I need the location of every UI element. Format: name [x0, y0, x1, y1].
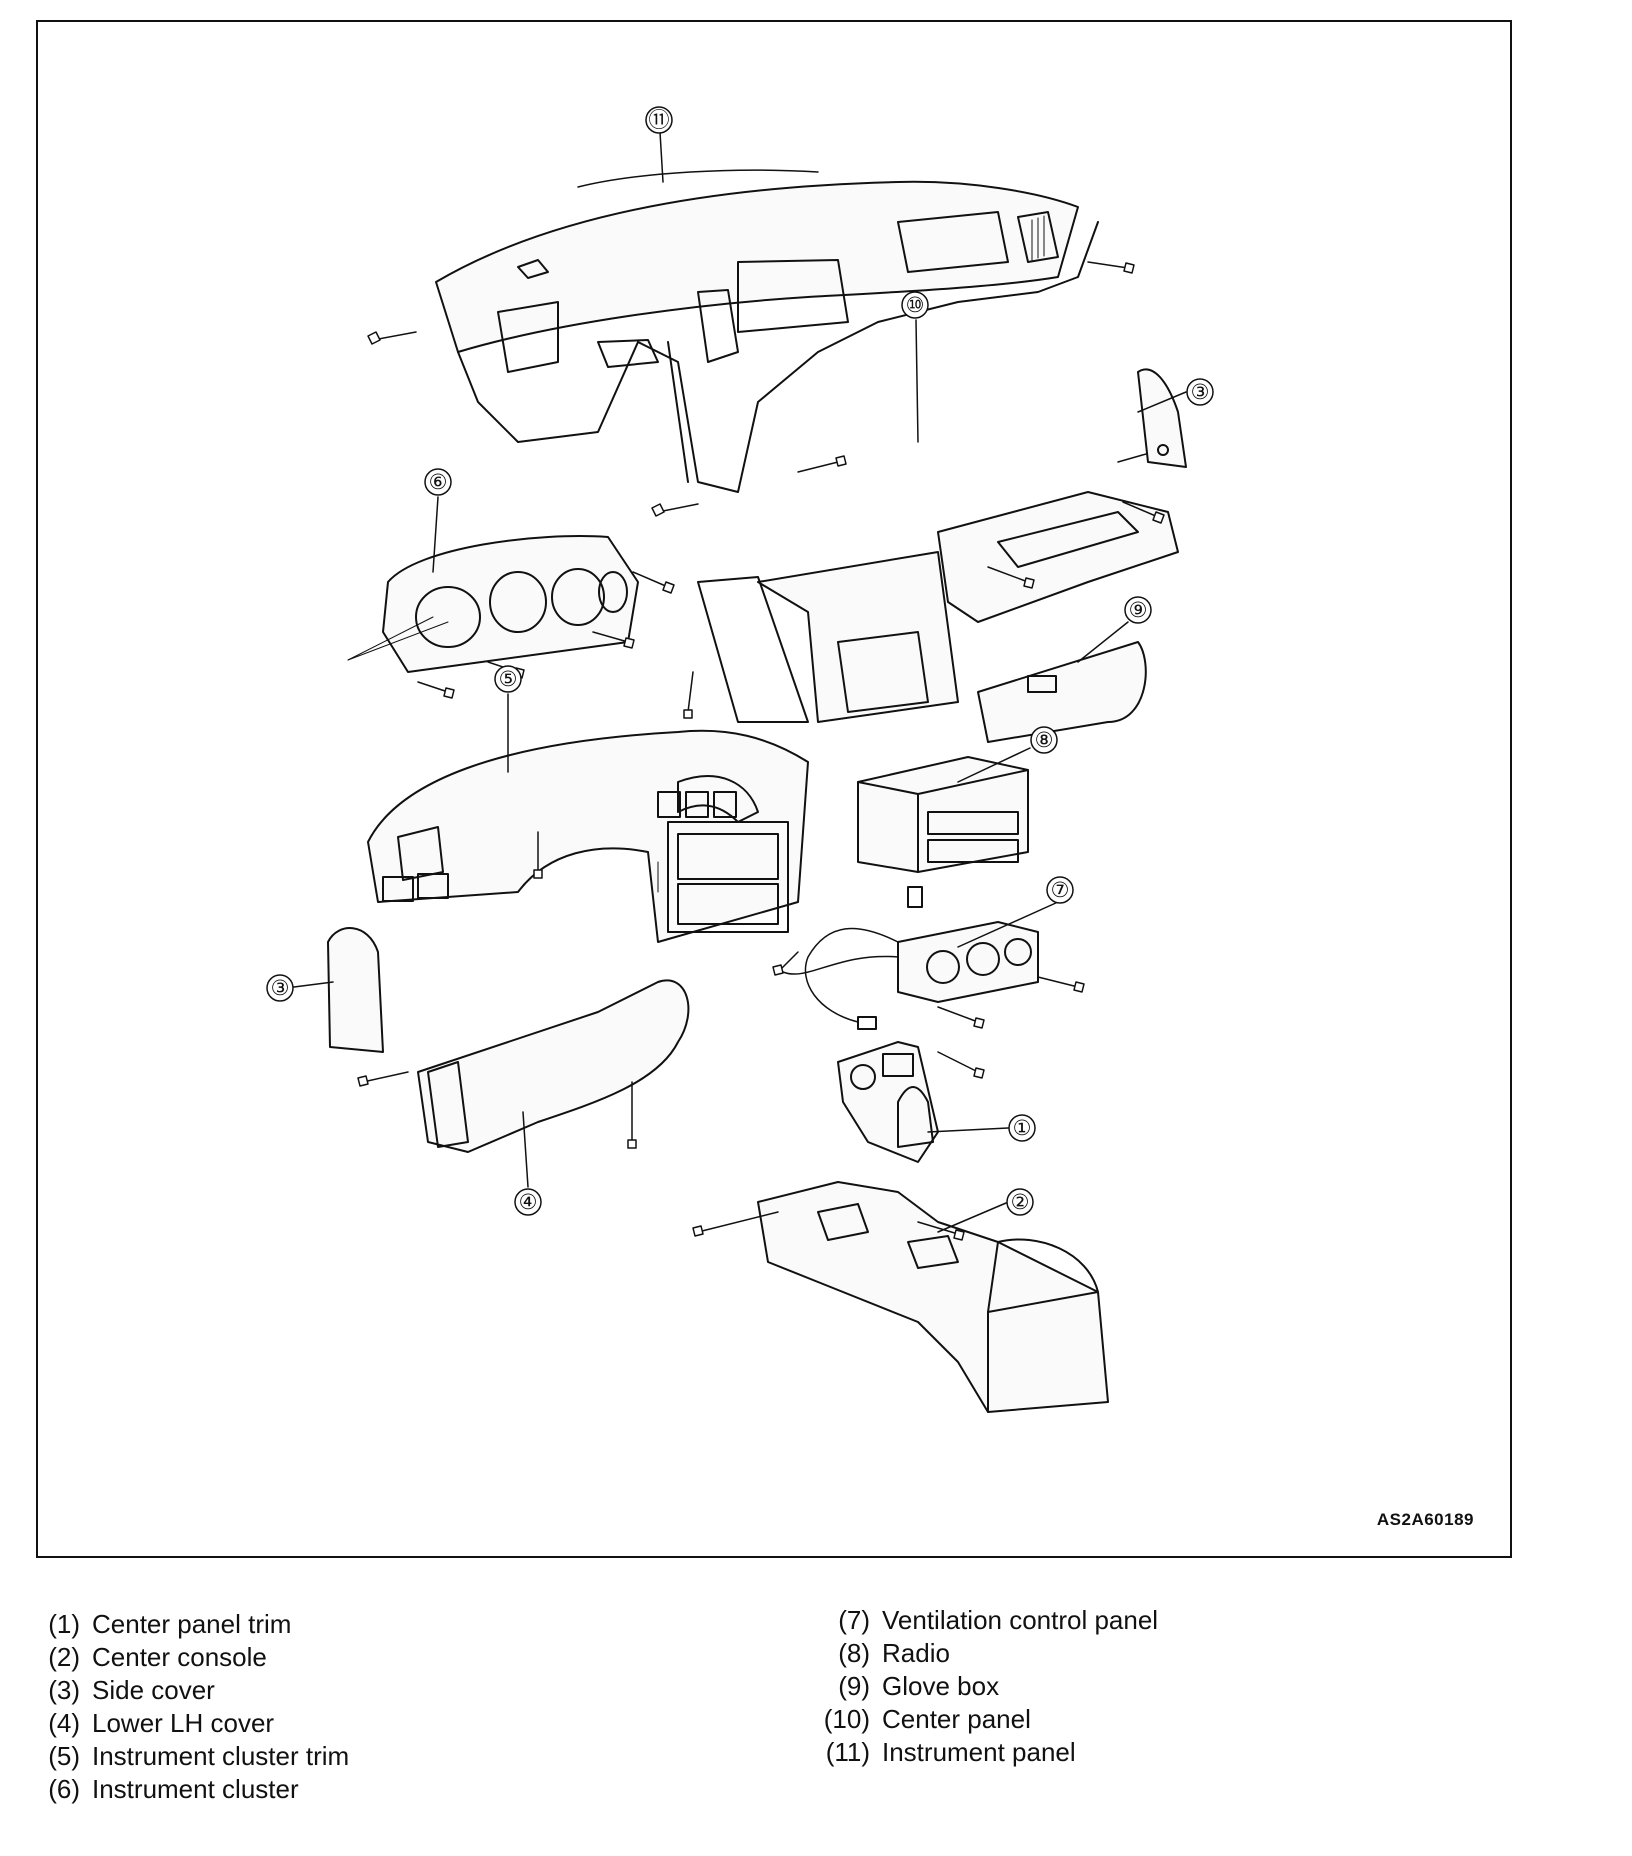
callout-8: ⑧ — [1035, 728, 1054, 752]
callout-5: ⑤ — [499, 667, 518, 691]
instrument-panel-drawing — [435, 169, 1099, 493]
instrument-panel-screws — [367, 261, 1135, 517]
legend-label: Center panel trim — [92, 1609, 292, 1639]
legend-right: (7) Ventilation control panel (8) Radio (9… — [810, 1604, 1158, 1769]
callout-11: ⑪ — [649, 108, 670, 132]
side-cover-right-drawing — [1137, 368, 1187, 468]
callout-6: ⑥ — [429, 470, 448, 494]
lower-lh-cover-screws — [357, 1071, 637, 1149]
side-cover-left-drawing — [327, 927, 384, 1053]
callout-3-right: ③ — [1191, 380, 1210, 404]
legend-number: (1) — [48, 1609, 80, 1639]
legend-item: (5) Instrument cluster trim — [40, 1740, 349, 1773]
legend-item: (9) Glove box — [810, 1670, 1158, 1703]
callouts: ⑪ ⑩ ⑨ ⑧ ⑦ ⑥ ⑤ ④ ③ ③ ② ① — [266, 106, 1214, 1216]
legend-item: (4) Lower LH cover — [40, 1707, 349, 1740]
legend-left: (1) Center panel trim (2) Center console (… — [40, 1608, 349, 1806]
legend-number: (10) — [823, 1704, 870, 1734]
instrument-cluster-drawing — [382, 535, 639, 673]
legend-number: (5) — [48, 1741, 80, 1771]
legend-item: (8) Radio — [810, 1637, 1158, 1670]
ventilation-control-panel-drawing — [782, 886, 1039, 1030]
legend-item: (7) Ventilation control panel — [810, 1604, 1158, 1637]
legend-number: (3) — [48, 1675, 80, 1705]
center-panel-trim-drawing — [837, 1041, 939, 1163]
legend-label: Side cover — [92, 1675, 215, 1705]
callout-2: ② — [1011, 1190, 1030, 1214]
callout-10: ⑩ — [906, 293, 925, 317]
ventilation-control-panel-screws — [772, 951, 1085, 1029]
legend-label: Radio — [882, 1638, 950, 1668]
legend-label: Glove box — [882, 1671, 1000, 1701]
legend-label: Center panel — [882, 1704, 1031, 1734]
glove-box-drawing — [977, 641, 1147, 743]
legend-number: (2) — [48, 1642, 80, 1672]
legend-item: (1) Center panel trim — [40, 1608, 349, 1641]
figure-code: AS2A60189 — [1376, 1510, 1474, 1529]
legend-item: (3) Side cover — [40, 1674, 349, 1707]
callout-1: ① — [1013, 1116, 1032, 1140]
callout-3-left: ③ — [271, 976, 290, 1000]
legend-label: Center console — [92, 1642, 267, 1672]
legend-number: (8) — [838, 1638, 870, 1668]
callout-9: ⑨ — [1129, 598, 1148, 622]
instrument-cluster-screws — [347, 571, 675, 699]
legend-item: (10) Center panel — [810, 1703, 1158, 1736]
lower-lh-cover-drawing — [417, 979, 690, 1153]
radio-drawing — [857, 756, 1029, 873]
legend-number: (6) — [48, 1774, 80, 1804]
center-console-drawing — [757, 1181, 1109, 1413]
legend-item: (2) Center console — [40, 1641, 349, 1674]
leader-lines — [293, 131, 1187, 1233]
legend-item: (11) Instrument panel — [810, 1736, 1158, 1769]
instrument-cluster-trim-screws — [533, 831, 659, 893]
legend-label: Instrument cluster — [92, 1774, 299, 1804]
legend-label: Instrument cluster trim — [92, 1741, 350, 1771]
legend-label: Instrument panel — [882, 1737, 1076, 1767]
callout-7: ⑦ — [1051, 878, 1070, 902]
diagram-frame: ⑪ ⑩ ⑨ ⑧ ⑦ ⑥ ⑤ ④ ③ ③ ② ① AS2A60189 — [36, 20, 1512, 1558]
legend-number: (7) — [838, 1605, 870, 1635]
center-panel-drawing — [697, 491, 1179, 723]
callout-4: ④ — [519, 1190, 538, 1214]
center-console-screws — [692, 1211, 965, 1241]
legend-number: (4) — [48, 1708, 80, 1738]
legend-label: Lower LH cover — [92, 1708, 275, 1738]
legend-number: (11) — [825, 1737, 870, 1767]
legend-number: (9) — [838, 1671, 870, 1701]
legend-item: (6) Instrument cluster — [40, 1773, 349, 1806]
center-panel-trim-screws — [937, 1051, 985, 1079]
exploded-view-diagram: ⑪ ⑩ ⑨ ⑧ ⑦ ⑥ ⑤ ④ ③ ③ ② ① — [266, 106, 1214, 1413]
instrument-cluster-trim-drawing — [367, 729, 809, 943]
legend-label: Ventilation control panel — [882, 1605, 1159, 1635]
